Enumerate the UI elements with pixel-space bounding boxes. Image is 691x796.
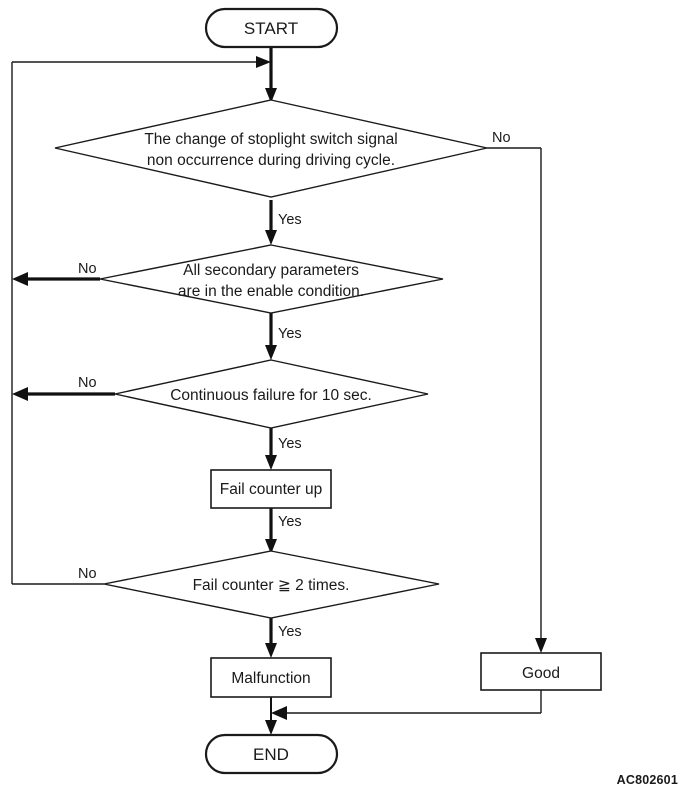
node-decision1-line2: non occurrence during driving cycle.: [147, 152, 395, 169]
connector-decision3-yes: [265, 428, 277, 470]
connector-decision4-yes: [265, 618, 277, 658]
node-decision1-line1: The change of stoplight switch signal: [144, 131, 397, 148]
edge-label-decision3-no: No: [78, 375, 97, 391]
edge-label-decision2-yes: Yes: [278, 326, 302, 342]
connector-feedback-rail: [11, 56, 271, 584]
node-decision2-line1: All secondary parameters: [183, 262, 359, 279]
node-decision2-line2: are in the enable condition.: [178, 283, 364, 300]
connector-decision2-yes: [265, 313, 277, 360]
node-decision2-shape: [99, 244, 444, 314]
node-decision4-shape: [103, 550, 440, 619]
node-malfunction-label: Malfunction: [231, 670, 310, 687]
edge-label-decision2-no: No: [78, 261, 97, 277]
connector-decision1-yes: [265, 200, 277, 245]
diagram-reference-code: AC802601: [617, 773, 678, 787]
node-process1-label: Fail counter up: [220, 481, 323, 498]
node-end-shape: [204, 733, 339, 775]
node-decision3-shape: [114, 359, 429, 429]
node-start-shape: [204, 7, 339, 49]
node-process1-shape: [210, 469, 332, 509]
node-start-label: START: [244, 19, 298, 38]
node-end-label: END: [253, 745, 289, 764]
connector-decision3-no: [12, 387, 115, 401]
edge-label-decision4-yes: Yes: [278, 624, 302, 640]
edge-label-decision4-no: No: [78, 566, 97, 582]
edge-label-process1-yes: Yes: [278, 514, 302, 530]
node-malfunction-shape: [210, 657, 332, 698]
node-good-label: Good: [522, 665, 560, 682]
edge-label-decision3-yes: Yes: [278, 436, 302, 452]
edge-label-decision1-no: No: [492, 130, 511, 146]
connector-good-to-end: [271, 690, 542, 720]
connector-process1-yes: [265, 508, 277, 554]
connector-decision2-no: [12, 272, 100, 286]
node-decision1-shape: [54, 99, 488, 198]
connector-start-to-decision1: [265, 47, 277, 103]
edge-label-decision1-yes: Yes: [278, 212, 302, 228]
node-good-shape: [480, 652, 602, 691]
node-decision4-line1: Fail counter ≧ 2 times.: [193, 577, 350, 594]
node-decision3-line1: Continuous failure for 10 sec.: [170, 387, 372, 404]
connector-decision1-no: [487, 147, 547, 653]
connector-malfunction-to-end: [265, 697, 277, 735]
